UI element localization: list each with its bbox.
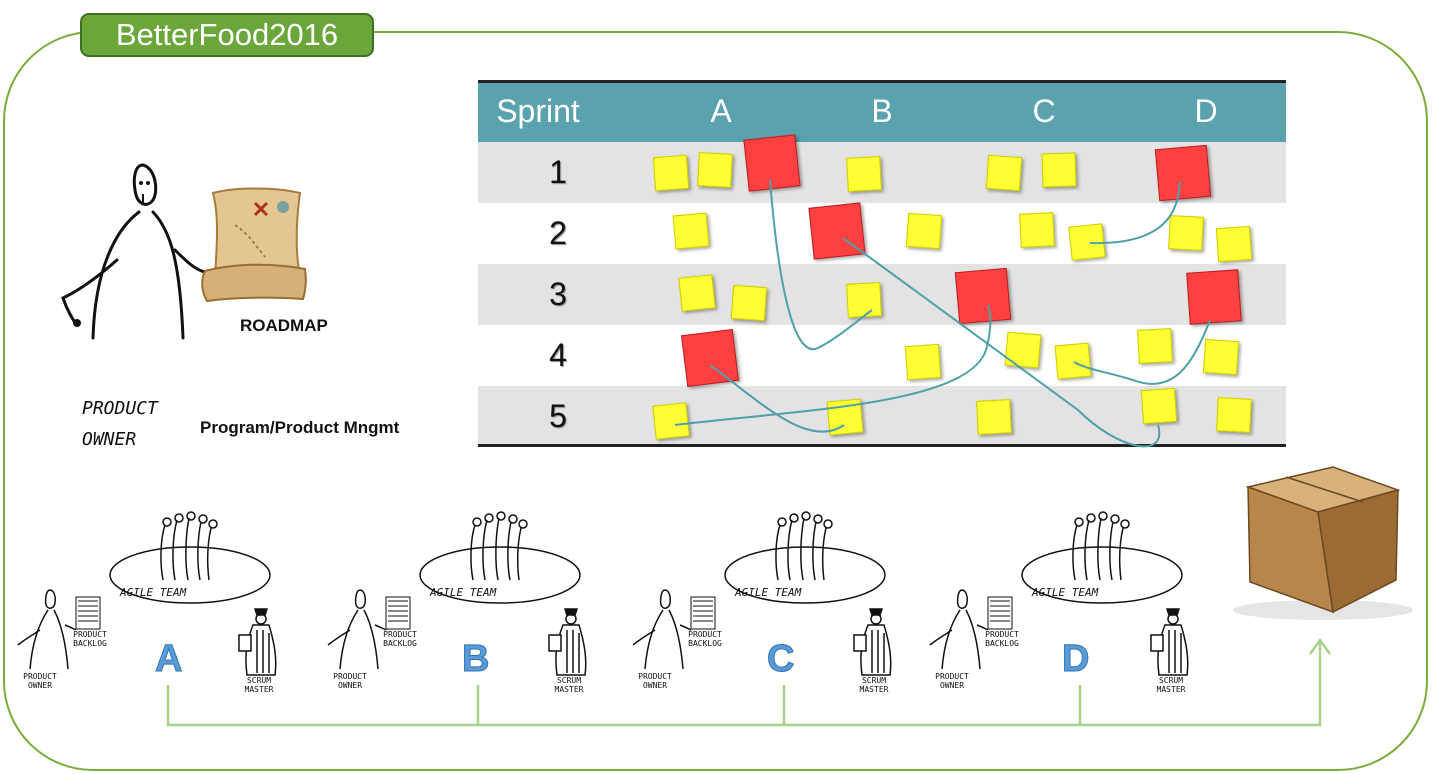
board-bottom-rule — [478, 444, 1286, 447]
sprint-row-3: 3 — [478, 264, 1286, 325]
product-backlog-icon — [75, 596, 101, 630]
sprint-number-2: 2 — [549, 215, 567, 251]
product-owner-icon — [17, 589, 101, 670]
sprint-number-3: 3 — [549, 276, 567, 312]
story-note — [652, 402, 690, 440]
up-arrow-icon — [1308, 637, 1332, 655]
story-note — [1041, 152, 1077, 188]
story-note — [1068, 223, 1106, 261]
program-frame — [3, 31, 1428, 771]
story-note — [905, 212, 943, 250]
agile-team-icon — [724, 511, 886, 604]
story-note — [826, 398, 864, 436]
story-note — [730, 284, 768, 322]
feature-note — [1154, 144, 1212, 202]
product-owner-icon — [929, 589, 1013, 670]
team-column-d: D — [1194, 93, 1218, 129]
story-note — [1004, 331, 1042, 369]
story-note — [985, 154, 1023, 192]
agile-team-label: AGILE TEAM — [1032, 586, 1099, 599]
team-group-a: AGILE TEAM PRODUCT BACKLOG PRODUCT OWNER… — [10, 510, 310, 700]
story-note — [1137, 328, 1173, 364]
agile-team-label: AGILE TEAM — [120, 586, 187, 599]
agile-team-label: AGILE TEAM — [735, 586, 802, 599]
scrum-master-label: SCRUM MASTER — [244, 676, 274, 694]
scrum-master-label: SCRUM MASTER — [1156, 676, 1186, 694]
product-owner-label: PRODUCT OWNER — [935, 672, 969, 690]
story-note — [652, 154, 690, 192]
team-letter-a: A — [154, 638, 183, 681]
sprint-row-2: 2 — [478, 203, 1286, 264]
product-owner-label: PRODUCT OWNER — [333, 672, 367, 690]
owner-caption-line1: PRODUCT — [82, 398, 158, 419]
agile-team-icon — [419, 511, 581, 604]
scrum-master-icon — [1150, 608, 1189, 676]
roadmap-label: ROADMAP — [240, 316, 328, 335]
sprint-number-5: 5 — [549, 398, 567, 434]
product-backlog-icon — [385, 596, 411, 630]
story-note — [697, 152, 733, 188]
feature-note — [954, 267, 1012, 325]
product-backlog-icon — [987, 596, 1013, 630]
story-note — [904, 343, 942, 381]
team-column-a: A — [710, 93, 732, 129]
agile-team-icon — [1021, 511, 1183, 604]
product-owner-label: PRODUCT OWNER — [638, 672, 672, 690]
story-note — [1054, 342, 1092, 380]
story-note — [846, 282, 882, 318]
sprint-board-header: Sprint A B C D — [478, 80, 1286, 142]
team-letter-b: B — [461, 638, 490, 681]
integration-flow — [166, 637, 1332, 727]
owner-caption-line2: OWNER — [82, 429, 137, 450]
team-group-b: AGILE TEAM PRODUCT BACKLOG PRODUCT OWNER… — [320, 510, 620, 700]
sprint-number-4: 4 — [549, 337, 567, 373]
team-group-c: AGILE TEAM PRODUCT BACKLOG PRODUCT OWNER… — [625, 510, 925, 700]
scrum-master-icon — [548, 608, 587, 676]
product-backlog-label: PRODUCT BACKLOG — [383, 630, 417, 648]
feature-note — [1186, 269, 1242, 325]
story-note — [1140, 387, 1178, 425]
program-title: BetterFood2016 — [80, 13, 374, 57]
feature-note — [743, 134, 801, 192]
team-column-c: C — [1032, 93, 1056, 129]
story-note — [1168, 215, 1204, 251]
story-note — [672, 212, 710, 250]
agile-team-icon — [109, 511, 271, 604]
story-note — [1216, 397, 1252, 433]
sprint-row-4: 4 — [478, 325, 1286, 386]
story-note — [678, 274, 716, 312]
product-backlog-label: PRODUCT BACKLOG — [688, 630, 722, 648]
product-owner-label: PRODUCT OWNER — [23, 672, 57, 690]
team-letter-c: C — [766, 638, 795, 681]
product-owner-icon — [632, 589, 716, 670]
product-backlog-label: PRODUCT BACKLOG — [985, 630, 1019, 648]
product-backlog-label: PRODUCT BACKLOG — [73, 630, 107, 648]
sprint-board: Sprint A B C D 1 2 3 4 5 — [478, 80, 1286, 448]
feature-note — [681, 329, 739, 387]
product-backlog-icon — [690, 596, 716, 630]
sprint-number-1: 1 — [549, 154, 567, 190]
story-note — [1202, 338, 1240, 376]
scrum-master-icon — [238, 608, 277, 676]
roadmap-scroll-icon — [201, 187, 307, 303]
scrum-master-label: SCRUM MASTER — [859, 676, 889, 694]
shipping-box-icon — [1233, 466, 1413, 620]
feature-note — [808, 202, 866, 260]
product-owner-icon — [327, 589, 411, 670]
story-note — [976, 399, 1012, 435]
sprint-header-label: Sprint — [496, 93, 580, 129]
program-mgmt-label: Program/Product Mngmt — [200, 418, 400, 437]
scrum-master-icon — [853, 608, 892, 676]
story-note — [1215, 225, 1253, 263]
team-group-d: AGILE TEAM PRODUCT BACKLOG PRODUCT OWNER… — [922, 510, 1222, 700]
scrum-master-label: SCRUM MASTER — [554, 676, 584, 694]
agile-team-label: AGILE TEAM — [430, 586, 497, 599]
team-column-b: B — [871, 93, 893, 129]
story-note — [846, 156, 882, 192]
product-owner-figure-icon — [61, 163, 207, 340]
story-note — [1019, 212, 1055, 248]
team-letter-d: D — [1061, 638, 1090, 681]
